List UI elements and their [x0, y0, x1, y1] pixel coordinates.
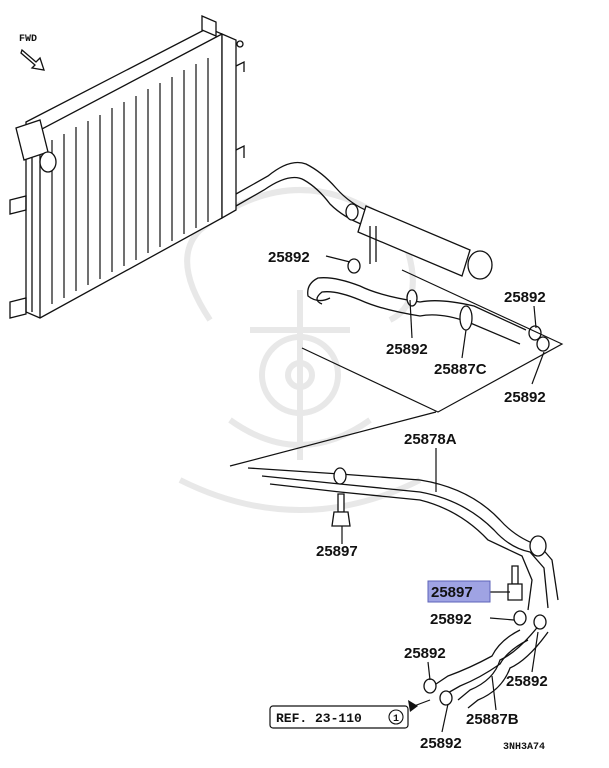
reference-circle-icon: [388, 709, 404, 725]
diagram-code: 3NH3A74: [503, 742, 545, 753]
label-25897-right-highlighted[interactable]: 25897: [431, 584, 473, 601]
reference-box[interactable]: REF. 23-110 1: [269, 705, 409, 729]
label-25897-left: 25897: [316, 543, 358, 560]
hose-lower-25887b: [408, 610, 549, 712]
reference-circle-number: 1: [393, 714, 399, 725]
tube-assembly-25878a: [229, 411, 559, 611]
label-25892-upper-mid: 25892: [386, 341, 428, 358]
highlight-box: [427, 580, 491, 603]
bolt-25897-left: [331, 493, 351, 527]
label-25887b: 25887B: [466, 711, 519, 728]
oil-cooler-pipe-upper: [235, 161, 493, 280]
label-25878a: 25878A: [404, 431, 457, 448]
label-25892-lower-left: 25892: [404, 645, 446, 662]
label-25892-upper-right: 25892: [504, 289, 546, 306]
label-25887c: 25887C: [434, 361, 487, 378]
label-25892-lower-right: 25892: [506, 673, 548, 690]
label-25892-lower-bottom: 25892: [420, 735, 462, 752]
label-25892-lower-mid: 25892: [430, 611, 472, 628]
reference-text: REF. 23-110: [276, 711, 362, 726]
hose-upper-25887c: [301, 258, 564, 413]
bolt-25897-right: [507, 565, 523, 601]
leader-lines: [325, 255, 545, 733]
fwd-label: FWD: [19, 34, 37, 45]
forward-arrow-icon: FWD: [19, 34, 45, 71]
label-25892-radiator-clamp: 25892: [268, 249, 310, 266]
radiator: [9, 15, 245, 319]
label-25892-upper-right-low: 25892: [504, 389, 546, 406]
